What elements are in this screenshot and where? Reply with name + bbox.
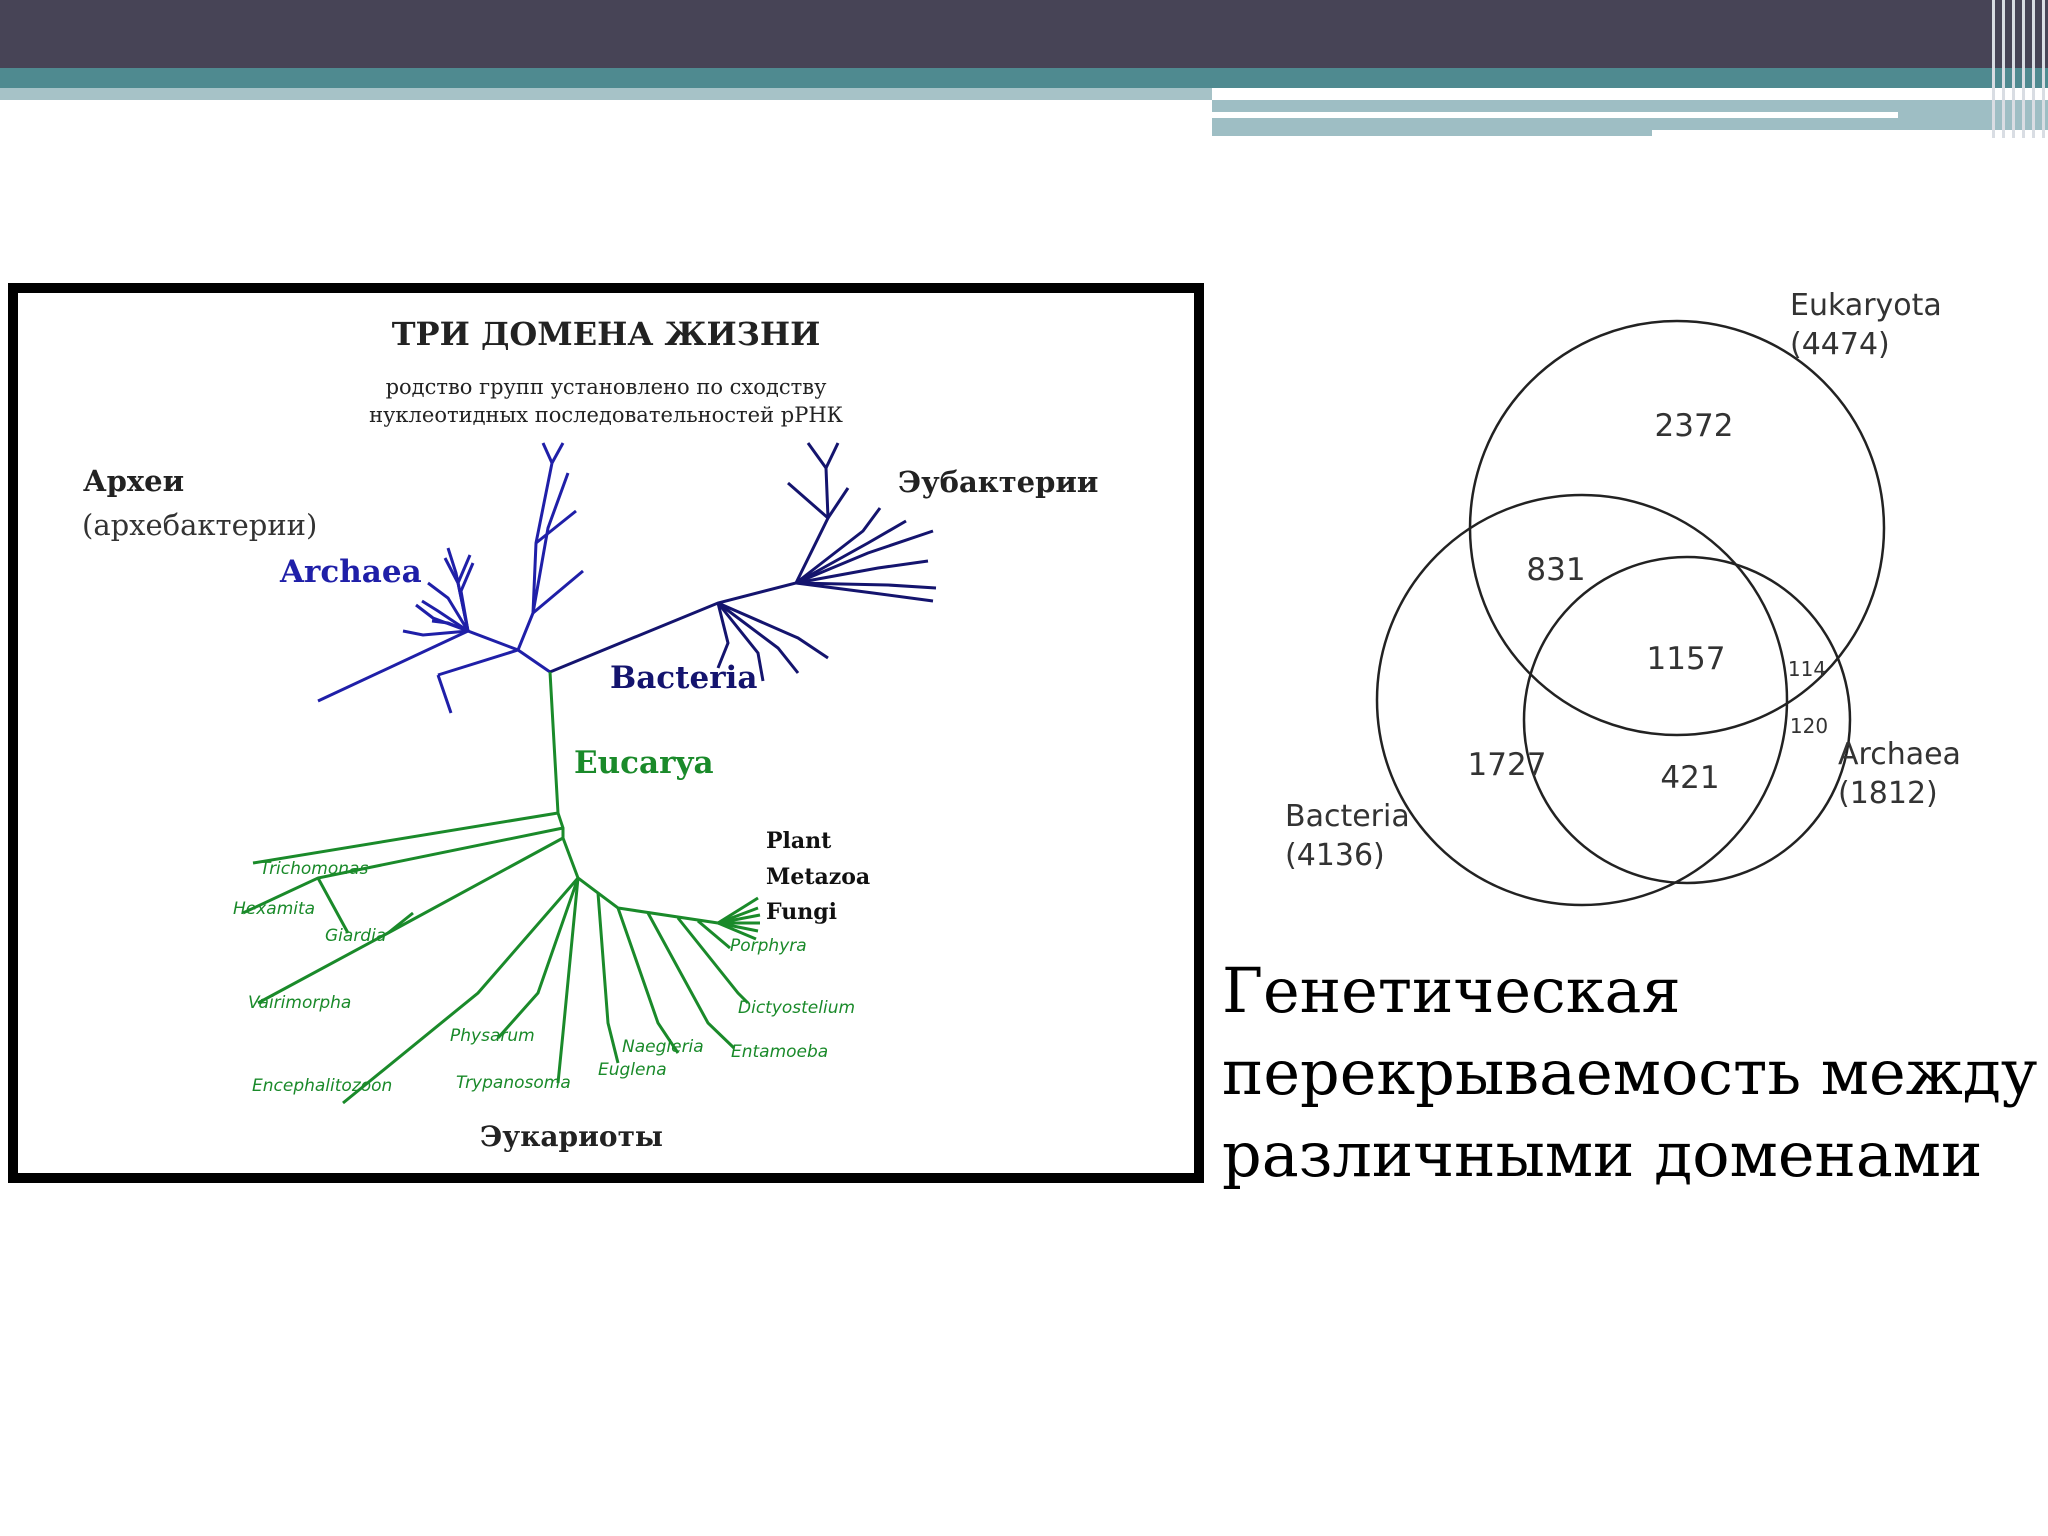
taxon-giardia: Giardia <box>325 926 386 946</box>
venn-eukaryota-bacteria: 831 <box>1526 552 1585 588</box>
bacteria-circle <box>1375 493 1789 907</box>
caption-line3: различными доменами <box>1222 1118 1983 1191</box>
eubacteria-ru-label: Эубактерии <box>898 465 1098 499</box>
taxon-plant: Plant <box>766 828 832 854</box>
phylogenetic-tree-figure: ТРИ ДОМЕНА ЖИЗНИ родство групп установле… <box>8 283 1204 1183</box>
taxon-porphyra: Porphyra <box>730 936 807 956</box>
eucarya-en-label: Eucarya <box>574 745 714 781</box>
slide-top-bar <box>0 0 2048 68</box>
slide-accent-band-light <box>0 88 1212 100</box>
eukaryotes-ru-label: Эукариоты <box>480 1120 663 1153</box>
slide-corner-stripes <box>1988 0 2048 138</box>
taxon-metazoa: Metazoa <box>766 864 870 890</box>
venn-bacteria-archaea: 421 <box>1660 760 1719 796</box>
archaea-label: Archaea <box>1838 737 1961 772</box>
slide-accent-line <box>1652 130 2048 138</box>
venn-archaea-only: 120 <box>1790 714 1828 738</box>
taxon-trichomonas: Trichomonas <box>260 859 368 879</box>
bacteria-branches <box>549 442 937 682</box>
bacteria-label: Bacteria <box>1285 799 1410 834</box>
taxon-vairimorpha: Vairimorpha <box>248 993 351 1013</box>
venn-all-three: 1157 <box>1647 641 1726 677</box>
archaea-ru-sublabel: (архебактерии) <box>82 508 317 542</box>
eukaryota-label: Eukaryota <box>1790 288 1942 323</box>
phylogenetic-tree: ТРИ ДОМЕНА ЖИЗНИ родство групп установле… <box>82 315 1098 1153</box>
eucarya-branches <box>242 671 761 1105</box>
taxon-euglena: Euglena <box>598 1060 667 1080</box>
slide-caption: Генетическая перекрываемость между разли… <box>1222 950 2038 1196</box>
taxon-hexamita: Hexamita <box>233 899 315 919</box>
venn-eukaryota-only: 2372 <box>1655 408 1734 444</box>
venn-bacteria-only: 1727 <box>1468 747 1547 783</box>
venn-diagram: Eukaryota (4474) Bacteria (4136) Archaea… <box>1285 288 1961 907</box>
caption-line2: перекрываемость между <box>1222 1036 2038 1109</box>
tree-title: ТРИ ДОМЕНА ЖИЗНИ <box>392 315 821 353</box>
archaea-total: (1812) <box>1838 776 1938 811</box>
slide-accent-band <box>0 68 2048 88</box>
slide-accent-line <box>1212 112 1898 118</box>
tree-subtitle-line1: родство групп установлено по сходству <box>386 375 828 399</box>
venn-eukaryota-archaea: 114 <box>1788 657 1826 681</box>
caption-line1: Генетическая <box>1222 954 1681 1027</box>
archaea-branches <box>317 442 584 714</box>
archaea-circle <box>1522 555 1852 885</box>
bacteria-total: (4136) <box>1285 838 1385 873</box>
tree-subtitle-line2: нуклеотидных последовательностей рРНК <box>369 403 843 427</box>
bacteria-en-label: Bacteria <box>610 660 757 696</box>
taxon-fungi: Fungi <box>766 899 837 925</box>
eukaryota-total: (4474) <box>1790 327 1890 362</box>
taxon-trypanosoma: Trypanosoma <box>456 1073 571 1093</box>
taxon-naegleria: Naegleria <box>622 1037 704 1057</box>
taxon-dictyostelium: Dictyostelium <box>738 998 855 1018</box>
taxon-entamoeba: Entamoeba <box>731 1042 828 1062</box>
archaea-en-label: Archaea <box>279 554 422 590</box>
taxon-physarum: Physarum <box>450 1026 535 1046</box>
archaea-ru-label: Археи <box>83 464 184 498</box>
